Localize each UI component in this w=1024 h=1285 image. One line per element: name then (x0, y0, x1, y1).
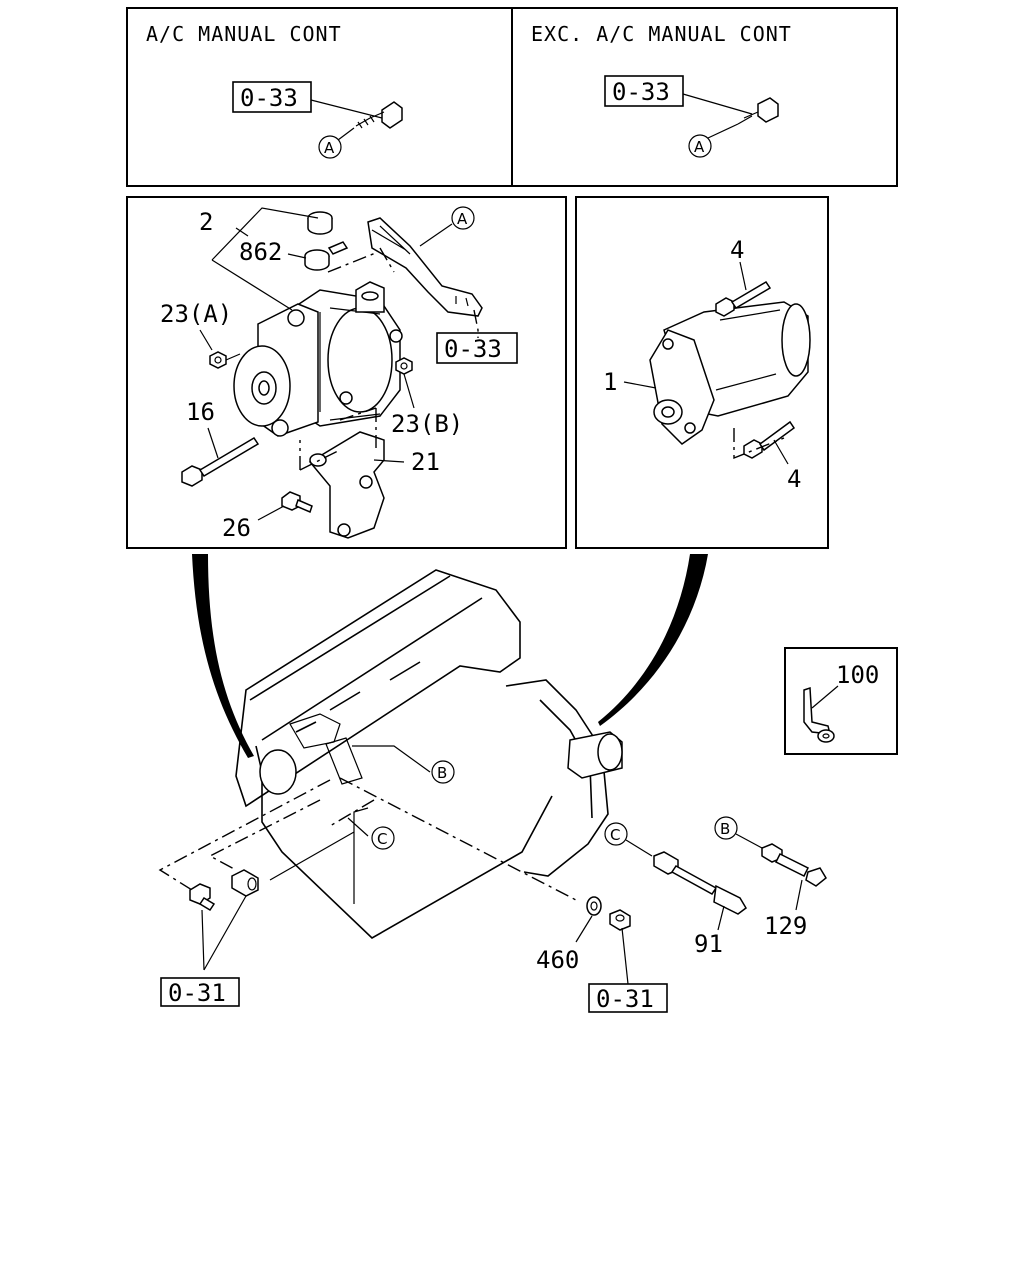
ref-0-33-compressor[interactable]: 0-33 (444, 335, 502, 363)
label-4-bottom: 4 (787, 465, 801, 493)
long-bolt-icon (181, 436, 260, 487)
nut-icon (395, 357, 413, 375)
pressure-sensor-icon (761, 843, 827, 887)
ref-0-33-exc[interactable]: 0-33 (612, 78, 670, 106)
bolt-icon (355, 101, 403, 129)
label-129: 129 (764, 912, 807, 940)
label-2: 2 (199, 208, 213, 236)
leader-arc-right (598, 554, 708, 726)
label-100: 100 (836, 661, 879, 689)
temperature-sensor-icon (653, 851, 747, 915)
panel-ac-manual: A/C MANUAL CONT 0-33 A (126, 7, 513, 187)
label-23a: 23(A) (160, 300, 232, 328)
nut-icon (209, 351, 227, 369)
label-16: 16 (186, 398, 215, 426)
marker-c-sensor: C (610, 826, 620, 844)
o-ring-icon (304, 241, 349, 271)
panel-starter: 4 4 1 (575, 196, 829, 549)
marker-b-engine: B (437, 764, 447, 782)
ref-0-33-ac[interactable]: 0-33 (240, 84, 298, 112)
marker-a-exc: A (694, 138, 705, 156)
panel-clip: 100 (784, 647, 898, 755)
compressor-icon (233, 281, 403, 437)
panel-exc-ac-manual-title: EXC. A/C MANUAL CONT (531, 22, 792, 46)
marker-c-engine: C (377, 830, 387, 848)
panel-compressor: A 0-33 2 (126, 196, 567, 549)
label-26: 26 (222, 514, 251, 542)
ref-0-31-right[interactable]: 0-31 (596, 985, 654, 1013)
label-91: 91 (694, 930, 723, 958)
marker-a-compressor: A (457, 210, 468, 228)
panel-exc-ac-manual: EXC. A/C MANUAL CONT 0-33 A (511, 7, 898, 187)
cap-icon (307, 211, 333, 235)
marker-a-ac: A (324, 139, 335, 157)
plug-icon (609, 909, 631, 931)
engine-block-icon (235, 569, 623, 939)
plug-icon (189, 883, 216, 912)
long-bolt-icon (743, 420, 796, 459)
long-bolt-icon (715, 280, 772, 317)
label-21: 21 (411, 448, 440, 476)
ref-0-31-left[interactable]: 0-31 (168, 979, 226, 1007)
bolt-icon (737, 97, 779, 125)
leader-arc-left (192, 554, 254, 758)
panel-ac-manual-title: A/C MANUAL CONT (146, 22, 342, 46)
marker-b-sensor: B (720, 820, 730, 838)
washer-icon (586, 896, 602, 916)
label-460: 460 (536, 946, 579, 974)
plug-icon (231, 869, 259, 897)
label-862: 862 (239, 238, 282, 266)
bracket-icon (367, 217, 483, 317)
label-1: 1 (603, 368, 617, 396)
starter-motor-icon (649, 301, 811, 445)
clip-icon (803, 686, 835, 743)
label-23b: 23(B) (391, 410, 463, 438)
label-4-top: 4 (730, 236, 744, 264)
bolt-icon (281, 491, 313, 514)
mount-bracket-icon (308, 431, 385, 539)
